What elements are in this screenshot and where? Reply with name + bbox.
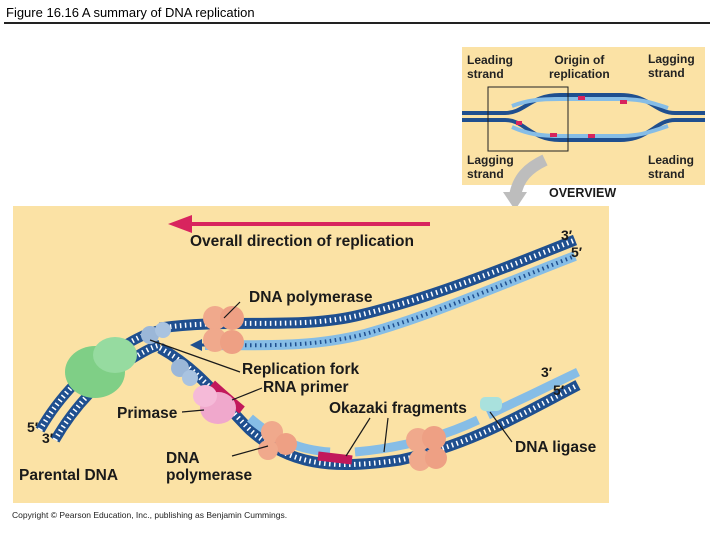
direction-arrowhead [168, 215, 192, 233]
copyright-notice: Copyright © Pearson Education, Inc., pub… [12, 510, 288, 520]
dna-polymerase-okazaki [425, 447, 447, 469]
primase-label: Primase [117, 405, 178, 422]
figure-title: Figure 16.16 A summary of DNA replicatio… [6, 5, 255, 20]
primase [193, 385, 217, 407]
end-label-top-5: 5′ [571, 244, 583, 260]
leading-strand-arrowhead [190, 339, 202, 351]
dna-polymerase-top-label: DNA polymerase [249, 289, 373, 306]
leading-template-ticks [159, 237, 576, 331]
leader-line [489, 411, 513, 443]
binding-protein [182, 370, 198, 386]
leader-line [181, 409, 205, 413]
rna-primer [317, 451, 353, 465]
helicase [93, 337, 137, 373]
lagging-template-ticks [158, 345, 580, 468]
dna-ligase-label: DNA ligase [515, 439, 597, 456]
leading-new-ticks [204, 254, 576, 348]
dna-polymerase-leading [220, 306, 244, 330]
end-label-left-3: 3′ [42, 430, 54, 446]
replication-fork-label: Replication fork [242, 361, 360, 378]
okazaki-label: Okazaki fragments [329, 400, 467, 417]
dna-polymerase-okazaki [422, 426, 446, 450]
dna-polymerase-okazaki [409, 449, 431, 471]
parental-dna-label: Parental DNA [19, 467, 119, 484]
binding-protein [155, 322, 171, 338]
leader-line [231, 387, 263, 401]
end-label-top-3: 3′ [561, 227, 573, 243]
overall-direction-label: Overall direction of replication [190, 233, 414, 250]
end-label-mid-5: 5′ [553, 382, 565, 398]
dna-ligase [480, 397, 502, 411]
dna-polymerase-leading [220, 330, 244, 354]
leader-line [231, 445, 269, 457]
end-label-mid-3: 3′ [541, 364, 553, 380]
binding-protein [141, 326, 159, 344]
leader-line [345, 417, 371, 457]
title-divider [4, 22, 710, 24]
leader-line [223, 301, 241, 319]
leader-line [149, 339, 241, 373]
overview-heading: OVERVIEW [549, 186, 617, 200]
leader-line [383, 417, 389, 453]
rna-primer-label: RNA primer [263, 379, 349, 396]
end-label-left-5: 5′ [27, 419, 39, 435]
dna-polymerase-lagging [275, 433, 297, 455]
dna-polymerase-lagging [258, 440, 278, 460]
dna-polymerase-leading [203, 306, 227, 330]
